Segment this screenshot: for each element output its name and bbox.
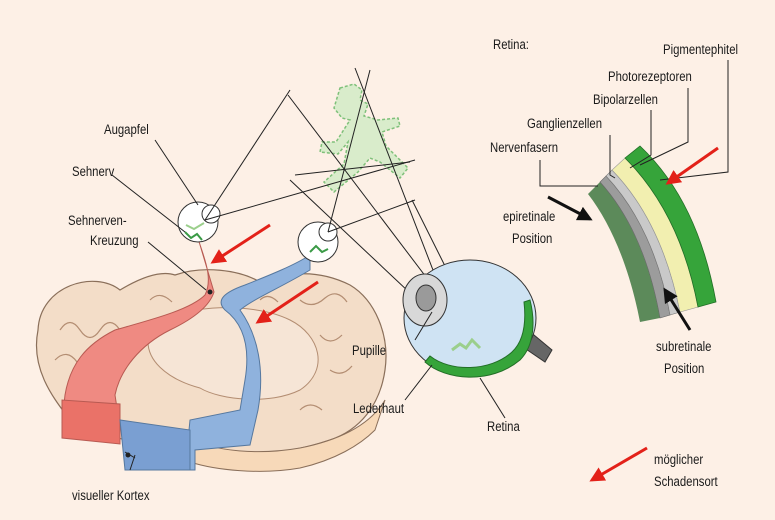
label-photorezeptoren: Photorezeptoren bbox=[608, 68, 692, 85]
label-epiretinale-1: epiretinale bbox=[503, 208, 555, 225]
label-epiretinale-2: Position bbox=[512, 230, 552, 247]
retina-layers bbox=[588, 146, 716, 322]
label-kreuzung-1: Sehnerven- bbox=[68, 212, 127, 229]
retina-title: Retina: bbox=[493, 36, 529, 53]
chiasm-point bbox=[208, 290, 213, 295]
legend-label-1: möglicher bbox=[654, 451, 703, 468]
label-pigmentephitel: Pigmentephitel bbox=[663, 41, 738, 58]
label-kreuzung-2: Kreuzung bbox=[90, 232, 139, 249]
label-pupille: Pupille bbox=[352, 342, 386, 359]
right-eyeball-small bbox=[298, 222, 338, 262]
label-visueller-kortex: visueller Kortex bbox=[72, 487, 150, 504]
left-eyeball-small bbox=[178, 202, 220, 242]
damage-arrow-retina bbox=[668, 148, 718, 183]
legend-arrow bbox=[592, 448, 647, 480]
label-sehnerv: Sehnerv bbox=[72, 163, 114, 180]
label-nervenfasern: Nervenfasern bbox=[490, 139, 558, 156]
label-ganglienzellen: Ganglienzellen bbox=[527, 115, 602, 132]
label-retina: Retina bbox=[487, 418, 520, 435]
label-bipolarzellen: Bipolarzellen bbox=[593, 91, 658, 108]
legend-label-2: Schadensort bbox=[654, 473, 718, 490]
label-lederhaut: Lederhaut bbox=[353, 400, 404, 417]
eye-cross-section bbox=[403, 260, 552, 377]
cortex-point bbox=[126, 453, 131, 458]
walking-man-figure bbox=[320, 84, 408, 192]
damage-arrow-optic-nerve bbox=[213, 225, 270, 262]
label-subretinale-1: subretinale bbox=[656, 338, 711, 355]
label-subretinale-2: Position bbox=[664, 360, 704, 377]
label-augapfel: Augapfel bbox=[104, 121, 149, 138]
